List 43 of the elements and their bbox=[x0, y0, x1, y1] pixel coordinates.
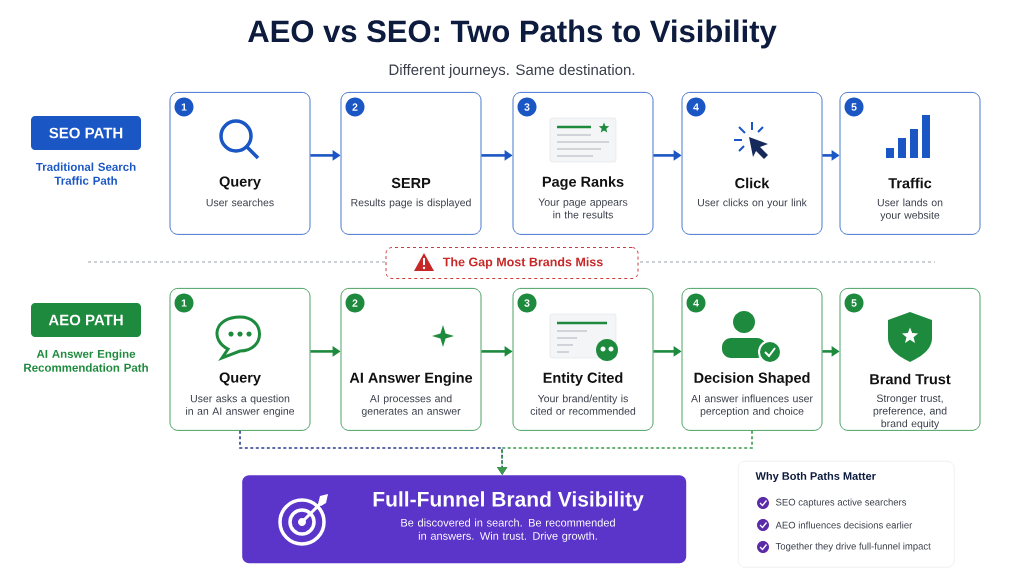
panel-heading: Why Both Paths Matter bbox=[755, 471, 876, 483]
warning-callout: The Gap Most Brands Miss bbox=[385, 247, 639, 279]
step-description: Stronger trust, preference, and brand equity bbox=[873, 394, 947, 430]
panel-item: Together they drive full-funnel impact bbox=[775, 542, 931, 552]
banner-text: Be discovered in search. Be recommended in answers. Win trust. Drive growth. bbox=[401, 518, 615, 542]
step-title: Decision Shaped bbox=[694, 372, 810, 386]
path-caption: AI Answer Engine Recommendation Path bbox=[24, 349, 148, 372]
step-title: SERP bbox=[391, 177, 431, 189]
subtitle: Different journeys. Same destination. bbox=[389, 64, 635, 78]
number-badge: 5 bbox=[844, 293, 864, 313]
step-title: Brand Trust bbox=[870, 373, 951, 385]
number-badge: 5 bbox=[844, 97, 864, 117]
step-title: Page Ranks bbox=[542, 176, 624, 190]
panel-item: SEO captures active searchers bbox=[776, 498, 907, 508]
number-badge: 3 bbox=[517, 97, 537, 117]
number-badge: 2 bbox=[345, 293, 365, 313]
step-title: Entity Cited bbox=[543, 372, 623, 386]
number-badge: 1 bbox=[174, 97, 194, 117]
step-description: Results page is displayed bbox=[351, 198, 471, 209]
number-badge: 4 bbox=[686, 293, 706, 313]
path-badge: SEO PATH bbox=[31, 116, 141, 150]
banner-title: Full-Funnel Brand Visibility bbox=[373, 491, 644, 511]
step-title: AI Answer Engine bbox=[349, 372, 473, 386]
step-title: Click bbox=[735, 177, 770, 189]
step-description: User clicks on your link bbox=[698, 198, 807, 209]
step-description: AI processes and generates an answer bbox=[361, 394, 461, 417]
step-title: Query bbox=[219, 372, 261, 386]
number-badge: 1 bbox=[174, 293, 194, 313]
number-badge: 3 bbox=[517, 293, 537, 313]
step-description: User searches bbox=[206, 198, 274, 207]
panel-item: AEO influences decisions earlier bbox=[775, 521, 913, 529]
step-description: AI answer influences user perception and choice bbox=[691, 394, 813, 417]
path-caption: Traditional Search Traffic Path bbox=[35, 162, 136, 185]
title: AEO vs SEO: Two Paths to Visibility bbox=[248, 19, 777, 49]
step-description: User asks a question in an AI answer engine bbox=[186, 394, 295, 417]
step-title: Query bbox=[219, 176, 261, 190]
number-badge: 4 bbox=[686, 97, 706, 117]
step-description: Your page appears in the results bbox=[538, 198, 628, 219]
step-description: User lands on your website bbox=[877, 198, 943, 221]
path-badge: AEO PATH bbox=[31, 303, 141, 337]
number-badge: 2 bbox=[345, 97, 365, 117]
step-description: Your brand/entity is cited or recommended bbox=[530, 394, 636, 415]
step-title: Traffic bbox=[888, 177, 932, 189]
